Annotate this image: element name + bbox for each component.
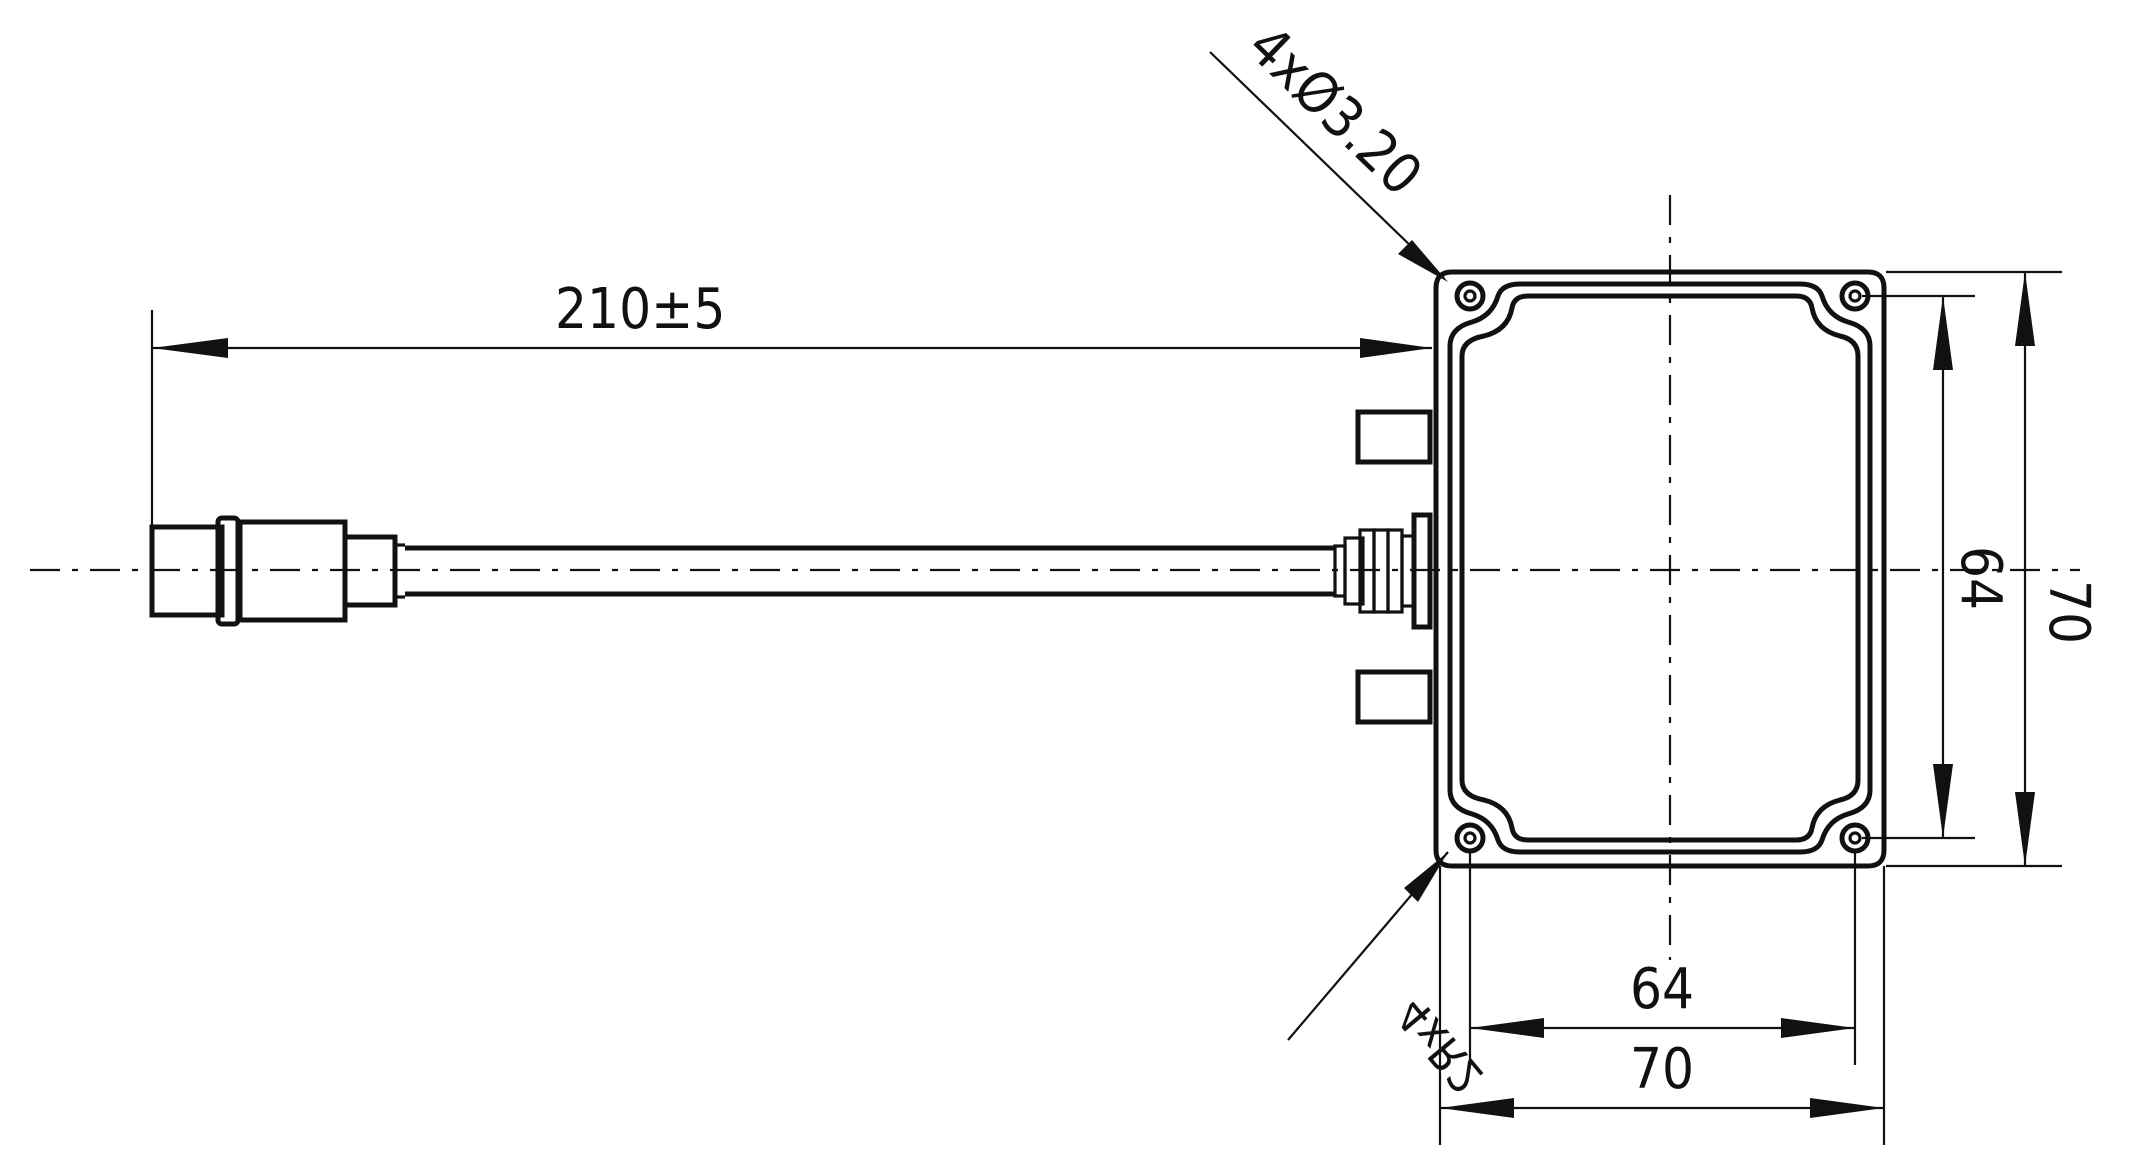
dim-inner-width: 64 [1468,852,1857,1065]
cable-gland [1333,512,1433,630]
dim-inner-height: 64 [1862,294,2013,840]
dim-outer-height-label: 70 [2036,580,2101,644]
mounting-tab-lower [1355,669,1433,725]
dim-cable-length: 210±5 [150,277,1432,527]
dim-outer-width: 70 [1438,866,1886,1145]
dim-hole-label: 4xØ3.20 [1235,13,1434,208]
dim-outer-width-label: 70 [1630,1037,1694,1102]
mounting-tab-upper [1355,409,1433,465]
dim-cable-length-label: 210±5 [555,277,725,342]
enclosure-body [1433,269,1887,869]
connector-plug [149,515,405,627]
dim-inner-height-label: 64 [1948,546,2013,610]
dim-radius-leader: 4xR2 [1287,851,1494,1104]
dim-inner-width-label: 64 [1630,957,1694,1022]
dim-outer-height: 70 [1886,270,2101,868]
cable [405,545,1335,597]
dim-hole-leader: 4xØ3.20 [1209,13,1448,282]
mounting-holes [1454,280,1871,854]
